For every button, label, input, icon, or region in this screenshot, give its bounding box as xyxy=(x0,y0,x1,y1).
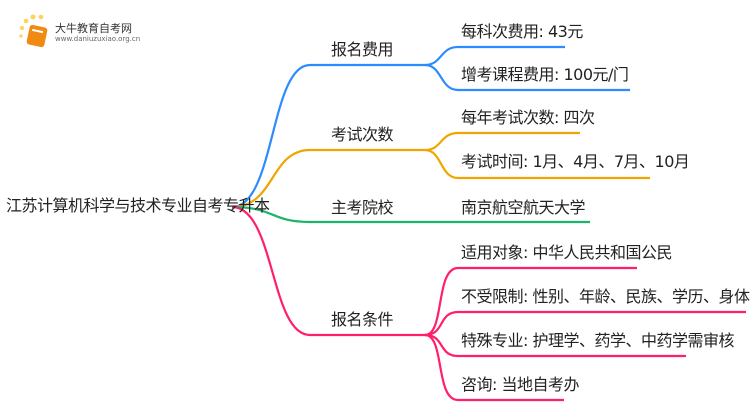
leaf-exams-per-year: 每年考试次数: 四次 xyxy=(461,108,595,127)
edge-conditions-leaf xyxy=(424,310,746,337)
edge-fee-leaf xyxy=(424,63,630,92)
edge-conditions xyxy=(231,205,425,337)
logo-icon xyxy=(18,14,52,52)
edge-exam-leaf xyxy=(424,148,650,180)
edge-fee-leaf xyxy=(424,45,565,67)
leaf-eligibility: 适用对象: 中华人民共和国公民 xyxy=(461,243,672,262)
leaf-exam-months: 考试时间: 1月、4月、7月、10月 xyxy=(461,152,690,171)
leaf-extra-course-fee: 增考课程费用: 100元/门 xyxy=(461,65,629,84)
logo-title: 大牛教育自考网 xyxy=(55,22,132,35)
edge-fee xyxy=(231,63,425,209)
leaf-special-majors: 特殊专业: 护理学、药学、中药学需审核 xyxy=(461,331,734,350)
branch-conditions: 报名条件 xyxy=(331,310,394,329)
branch-exam-times: 考试次数 xyxy=(331,125,394,144)
edge-school xyxy=(231,205,425,224)
leaf-no-restrictions: 不受限制: 性别、年龄、民族、学历、身体健康状况 xyxy=(461,287,750,306)
branch-school: 主考院校 xyxy=(331,198,394,217)
edge-conditions-leaf xyxy=(424,333,564,402)
leaf-fee-per-subject: 每科次费用: 43元 xyxy=(461,22,583,41)
logo-url: www.daniuzuxiao.org.cn xyxy=(55,35,141,43)
edge-exam-leaf xyxy=(424,131,580,152)
leaf-school-name: 南京航空航天大学 xyxy=(461,198,586,217)
leaf-consult: 咨询: 当地自考办 xyxy=(461,375,579,394)
branch-fee: 报名费用 xyxy=(331,40,394,59)
edge-conditions-leaf xyxy=(424,266,637,337)
root-node: 江苏计算机科学与技术专业自考专升本 xyxy=(6,196,270,215)
edge-exam xyxy=(231,148,425,209)
